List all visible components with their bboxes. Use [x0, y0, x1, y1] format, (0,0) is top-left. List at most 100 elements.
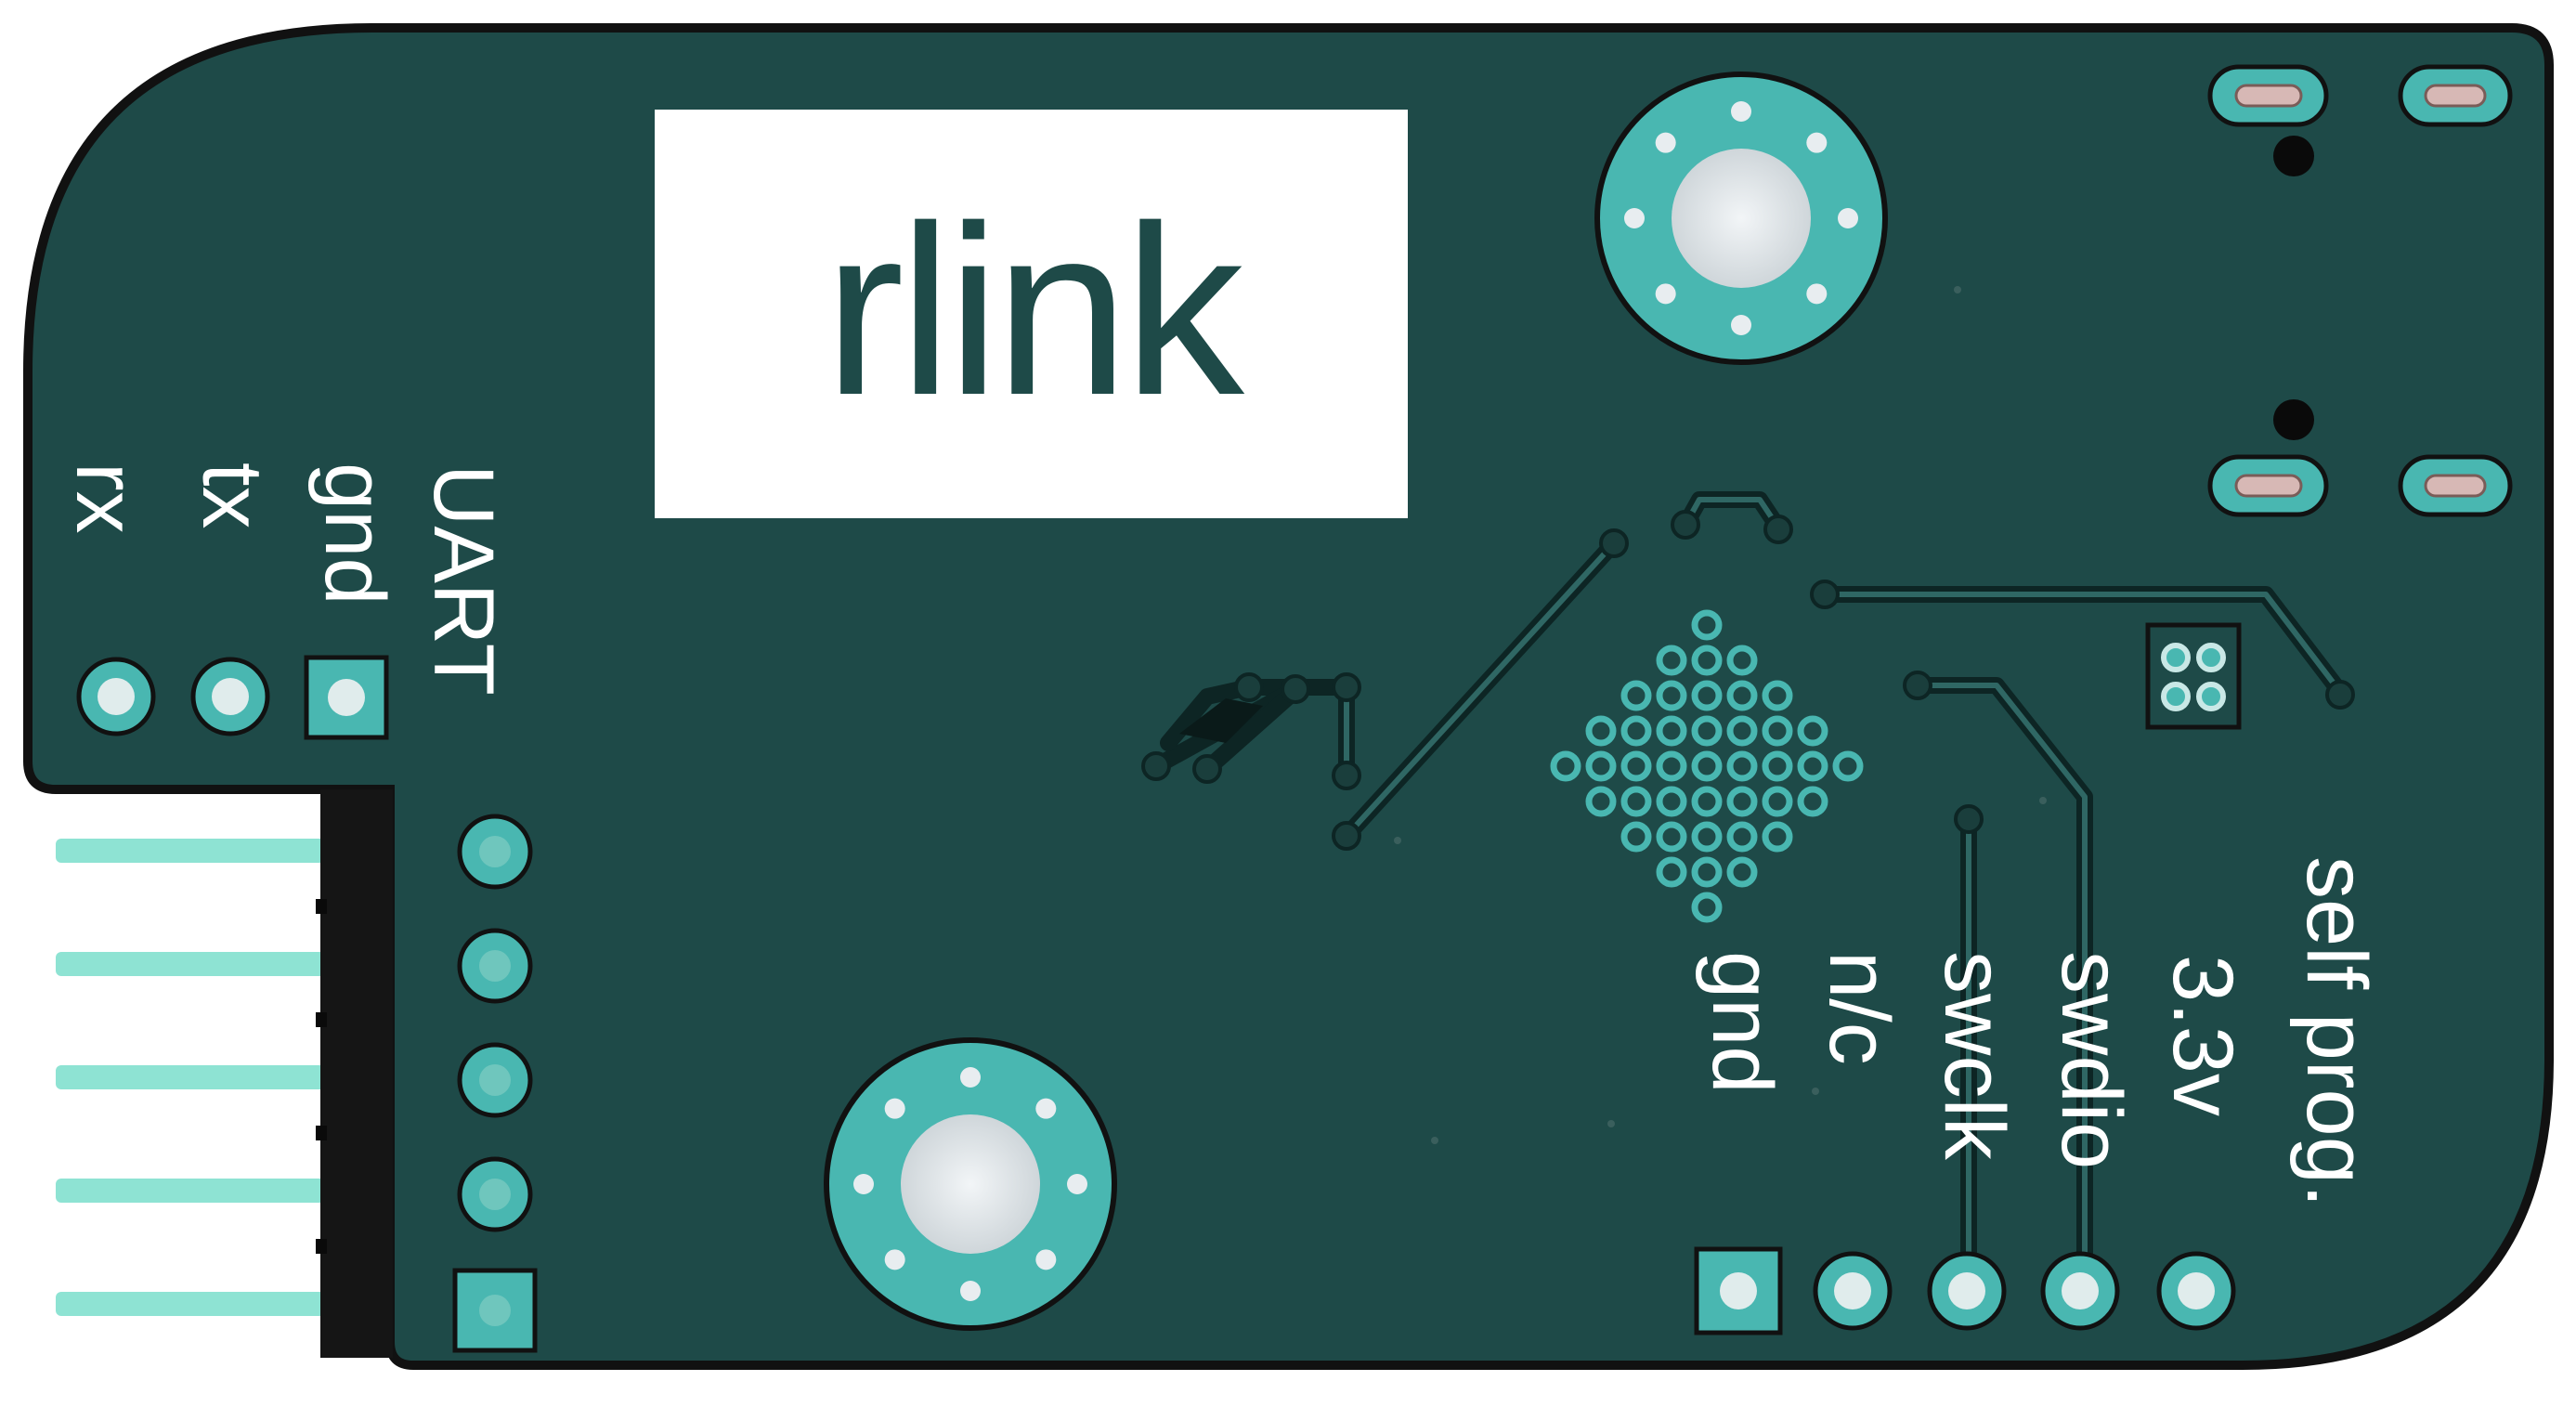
traces-light	[1344, 497, 2343, 1289]
header-housing-body	[320, 789, 393, 1358]
mounting-drill	[1672, 149, 1811, 288]
label-gnd-prog: gnd	[1695, 951, 1789, 1094]
jumper-pad	[2161, 643, 2191, 672]
label-uart: UART	[416, 464, 511, 696]
mounting-via	[1067, 1174, 1087, 1194]
header-pin	[56, 1179, 325, 1203]
bga-via	[1691, 786, 1723, 817]
prog-pad-hole	[1720, 1272, 1757, 1309]
bga-via	[1585, 750, 1617, 782]
via	[1599, 528, 1629, 558]
trace-highlight	[1822, 592, 2343, 695]
bga-via	[1585, 786, 1617, 817]
header-pad-center	[479, 1179, 511, 1210]
via	[1332, 821, 1361, 851]
via	[1671, 510, 1700, 540]
mounting-via	[1035, 1098, 1057, 1119]
bga-via	[1726, 680, 1758, 711]
speck	[1431, 1137, 1438, 1144]
header-pin	[56, 839, 325, 863]
bga-via	[1762, 715, 1793, 747]
bga-via	[1691, 892, 1723, 923]
usb-pads	[2207, 64, 2513, 517]
bga-via	[1797, 750, 1828, 782]
jumper-2x2	[2145, 622, 2242, 730]
usb-pad	[2207, 454, 2329, 517]
via	[1954, 804, 1984, 834]
bga-via	[1656, 856, 1687, 888]
header-pin	[56, 1065, 325, 1089]
bga-via	[1656, 680, 1687, 711]
header-pad-center	[479, 1064, 511, 1096]
header-housing	[316, 789, 393, 1358]
mounting-via	[1806, 132, 1828, 153]
uart-pad-rx-hole	[98, 678, 135, 715]
via	[1763, 515, 1793, 544]
label-self-prog: self prog.	[2289, 856, 2384, 1208]
speck	[1954, 286, 1961, 293]
bga-via	[1656, 786, 1687, 817]
uart-pad-gnd-hole	[328, 679, 365, 716]
bga-via	[1726, 821, 1758, 853]
label-nc: n/c	[1812, 951, 1906, 1065]
uart-pads	[76, 655, 389, 740]
trace-highlight	[1344, 541, 1617, 839]
via	[2325, 680, 2355, 710]
mounting-via	[884, 1249, 905, 1270]
mounting-via	[1838, 208, 1858, 228]
via	[1234, 672, 1264, 702]
bga-via	[1797, 715, 1828, 747]
bga-via	[1656, 715, 1687, 747]
board-title: rlink	[824, 176, 1244, 446]
bga-via	[1726, 645, 1758, 676]
header-notch	[316, 1012, 327, 1027]
mounting-via	[884, 1098, 905, 1119]
via	[1281, 674, 1310, 704]
label-swclk: swclk	[1927, 951, 2022, 1160]
bga-via	[1550, 750, 1581, 782]
bga-via	[1691, 645, 1723, 676]
bga-via	[1691, 856, 1723, 888]
fiducials	[2273, 136, 2314, 440]
via	[1332, 761, 1361, 790]
jumper-outline	[2145, 622, 2242, 730]
bga-via	[1726, 750, 1758, 782]
prog-pad-hole	[1948, 1272, 1985, 1309]
bga-via	[1691, 609, 1723, 641]
bga-via	[1656, 821, 1687, 853]
via	[1141, 751, 1171, 781]
usb-pad-slot	[2424, 474, 2487, 498]
prog-pads	[1694, 1246, 2236, 1335]
speck	[2039, 797, 2047, 804]
label-gnd-uart: gnd	[307, 462, 402, 606]
bga-via	[1762, 680, 1793, 711]
via	[1903, 671, 1932, 700]
usb-pad-slot	[2424, 84, 2487, 108]
mounting-via	[960, 1067, 981, 1088]
bga-via	[1726, 786, 1758, 817]
speck	[1607, 1120, 1615, 1127]
component-shadow	[1179, 698, 1263, 743]
fiducial	[2273, 136, 2314, 176]
label-rx: rx	[59, 462, 153, 534]
bga-via	[1620, 750, 1652, 782]
jumper-pad	[2196, 682, 2226, 711]
bga-via	[1726, 856, 1758, 888]
bga-via	[1691, 715, 1723, 747]
mounting-via	[1731, 101, 1751, 122]
mounting-via	[1806, 283, 1828, 305]
via	[1810, 580, 1840, 609]
bga-via	[1691, 821, 1723, 853]
bga-via	[1620, 786, 1652, 817]
title-silkscreen-box: rlink	[655, 110, 1408, 518]
mounting-via	[1624, 208, 1645, 228]
mounting-via	[960, 1281, 981, 1301]
uart-pad-tx-hole	[212, 678, 249, 715]
trace-highlight	[1915, 683, 2088, 1289]
mounting-via	[853, 1174, 874, 1194]
header-pads	[452, 814, 538, 1353]
bga-via	[1620, 680, 1652, 711]
bga-via	[1656, 750, 1687, 782]
via	[1332, 672, 1361, 702]
